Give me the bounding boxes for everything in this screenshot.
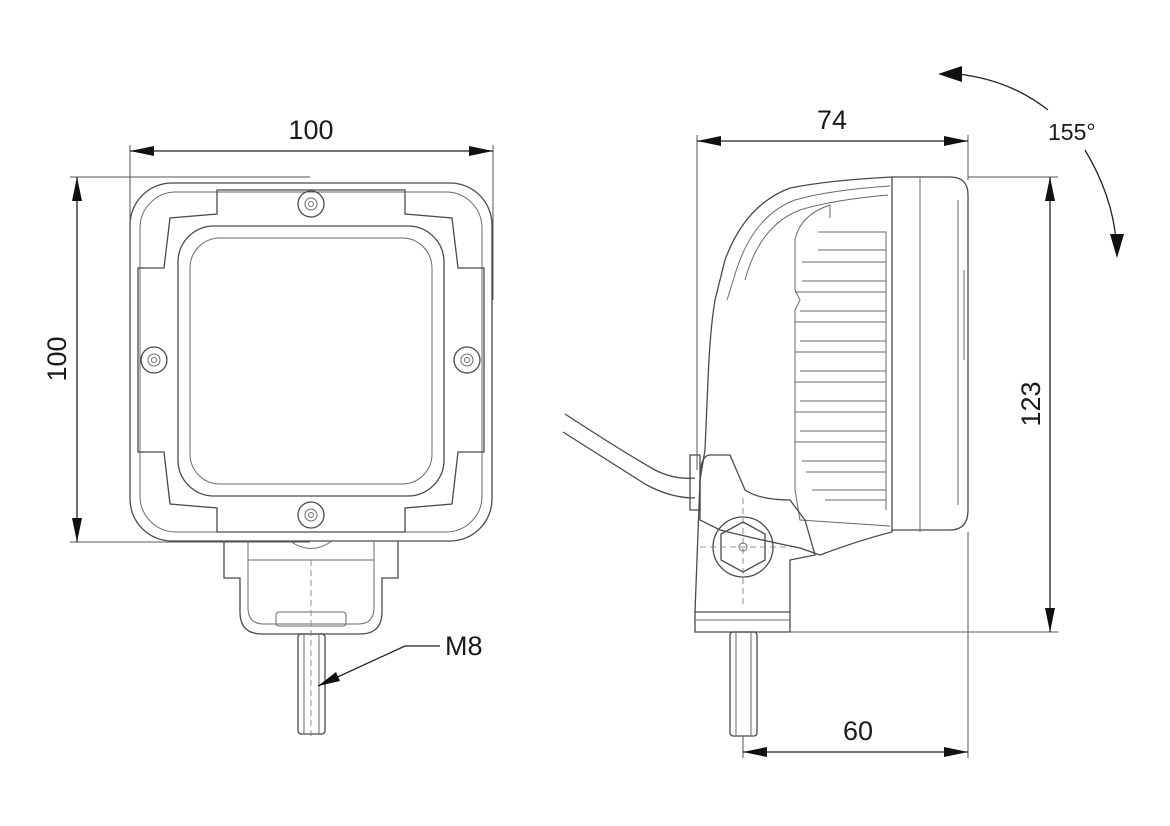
front-housing-inner-edge bbox=[139, 191, 483, 533]
thread-callout: M8 bbox=[317, 631, 483, 687]
screw-top bbox=[297, 190, 325, 218]
dim-tilt-angle: 155° bbox=[938, 66, 1124, 258]
front-view bbox=[129, 182, 493, 740]
side-bracket bbox=[689, 454, 816, 633]
side-bolt-stem bbox=[729, 631, 758, 737]
side-cable bbox=[564, 413, 696, 479]
dim-bracket-depth-label: 60 bbox=[843, 716, 873, 746]
front-lens-outer bbox=[177, 225, 445, 497]
cooling-fins bbox=[794, 204, 891, 527]
screw-bottom bbox=[297, 501, 325, 529]
dim-front-height: 100 bbox=[42, 176, 310, 543]
dim-side-depth-label: 74 bbox=[817, 105, 847, 135]
dim-front-height-label: 100 bbox=[42, 336, 72, 381]
front-housing-outer bbox=[129, 182, 493, 542]
thread-label: M8 bbox=[445, 631, 483, 661]
side-body bbox=[699, 176, 893, 556]
screw-left bbox=[140, 346, 168, 374]
front-bezel bbox=[137, 189, 485, 533]
dim-front-width: 100 bbox=[129, 115, 494, 300]
side-view bbox=[562, 176, 969, 737]
dim-side-height-label: 123 bbox=[1016, 381, 1046, 426]
dim-tilt-angle-label: 155° bbox=[1048, 119, 1096, 145]
dim-side-height: 123 bbox=[790, 176, 1058, 633]
side-lens-housing bbox=[892, 176, 969, 531]
dim-side-depth: 74 bbox=[696, 105, 969, 470]
front-lens-inner bbox=[189, 237, 433, 485]
dim-bracket-depth: 60 bbox=[742, 532, 969, 758]
screw-right bbox=[453, 346, 481, 374]
dim-front-width-label: 100 bbox=[288, 115, 333, 145]
